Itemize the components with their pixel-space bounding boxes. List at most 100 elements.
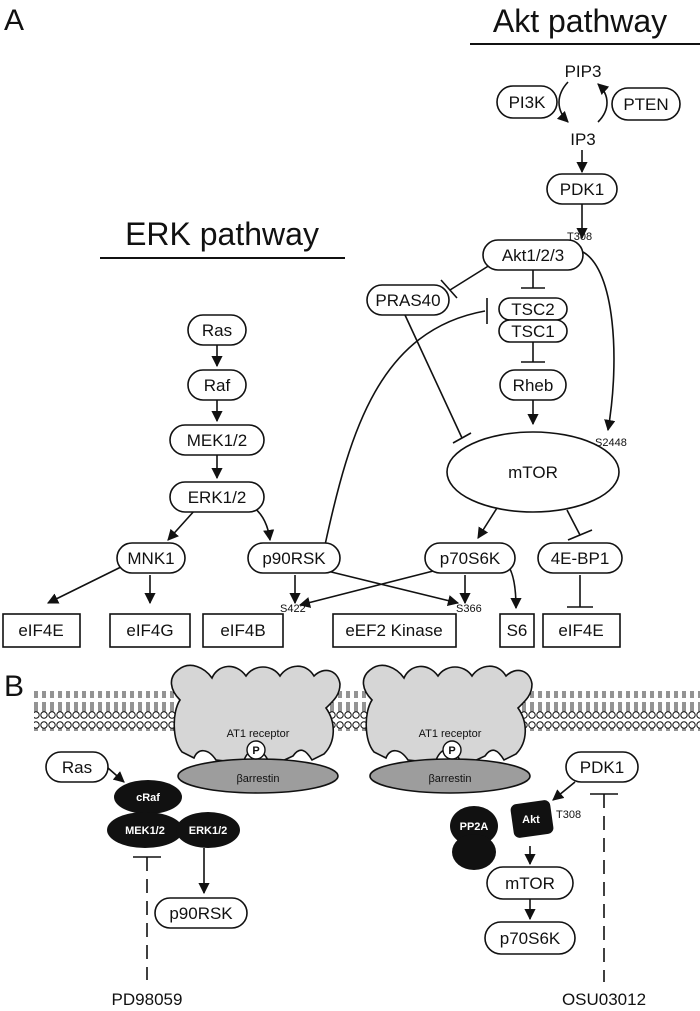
- b-node-craf: [114, 780, 182, 814]
- akt-label: Akt1/2/3: [502, 246, 564, 265]
- node-akt: Akt1/2/3: [482, 239, 584, 271]
- panel-b-label: B: [4, 670, 24, 703]
- panel-a-targets: eIF4E eIF4G eIF4B eEF2 Kinase S6 eIF4E: [2, 613, 621, 648]
- inhibit-pras40-mtor-bar: [452, 432, 472, 444]
- b-node-pdk1: PDK1: [565, 751, 639, 783]
- panel-a-nodes: PIP3 PI3K PTEN IP3 PDK1 Akt1/2/3 PRAS40 …: [116, 62, 681, 574]
- pdk1-label: PDK1: [560, 180, 604, 199]
- inhibit-p90rsk-tsc: [324, 310, 486, 546]
- node-tsc1: TSC1: [498, 319, 568, 343]
- eif4b-label: eIF4B: [220, 621, 265, 640]
- pten-label: PTEN: [623, 95, 668, 114]
- node-pi3k: PI3K: [496, 85, 558, 119]
- node-erk: ERK1/2: [169, 481, 265, 513]
- b-pd98059-label: PD98059: [112, 990, 183, 1009]
- edge-ip3-pip3: [597, 83, 610, 123]
- panel-a-label: A: [4, 4, 24, 37]
- b-pdk1-label: PDK1: [580, 758, 624, 777]
- p90rsk-label: p90RSK: [262, 549, 326, 568]
- eef2k-label: eEF2 Kinase: [345, 621, 442, 640]
- b-mek-label: MEK1/2: [125, 825, 165, 837]
- inhibit-mtor-4ebp1: [566, 509, 581, 536]
- target-eif4b: eIF4B: [202, 613, 284, 648]
- pi3k-label: PI3K: [509, 93, 547, 112]
- phospho-left: [246, 740, 266, 760]
- node-4ebp1: 4E-BP1: [537, 542, 623, 574]
- b-p90rsk-label: p90RSK: [169, 904, 233, 923]
- node-mnk1: MNK1: [116, 542, 186, 574]
- inhibit-akt-pras40-bar: [440, 279, 458, 299]
- edge-p70s6k-s422: [298, 567, 446, 608]
- arrestin-left-label: βarrestin: [236, 773, 279, 785]
- inhibit-mtor-4ebp1-bar: [567, 529, 593, 541]
- erk-label: ERK1/2: [188, 488, 247, 507]
- raf-label: Raf: [204, 376, 231, 395]
- target-s6: S6: [499, 613, 535, 648]
- site-s422: S422: [280, 603, 306, 615]
- b-site-t308: T308: [556, 809, 581, 821]
- b-edge-pdk1-akt: [552, 781, 576, 801]
- node-pip3: PIP3: [565, 62, 602, 81]
- mnk1-label: MNK1: [127, 549, 174, 568]
- tsc1-label: TSC1: [511, 322, 554, 341]
- site-s366: S366: [456, 603, 482, 615]
- arrestin-right-label: βarrestin: [428, 773, 471, 785]
- node-p70s6k: p70S6K: [424, 542, 516, 574]
- erk-pathway-title: ERK pathway: [125, 216, 319, 252]
- ip3-label: IP3: [570, 130, 596, 149]
- ras-label: Ras: [202, 321, 232, 340]
- b-pp2a-label: PP2A: [460, 821, 489, 833]
- b-edge-ras-craf: [107, 767, 125, 783]
- p70s6k-label: p70S6K: [440, 549, 501, 568]
- inhibit-pras40-mtor: [404, 314, 463, 439]
- b-node-mtor: mTOR: [486, 866, 574, 900]
- edge-erk-mnk1: [167, 509, 196, 541]
- eif4g-label: eIF4G: [126, 621, 173, 640]
- target-eif4e-right: eIF4E: [542, 613, 621, 648]
- node-ip3: IP3: [570, 130, 596, 149]
- phospho-left-label: P: [252, 745, 259, 757]
- panel-b-right-cascade: PDK1 OSU03012 PP2A Akt T308 mTOR p70S6K: [450, 751, 646, 1009]
- node-rheb: Rheb: [499, 369, 567, 401]
- receptor-right-label: AT1 receptor: [419, 728, 482, 740]
- akt-pathway-title: Akt pathway: [493, 3, 667, 39]
- edge-p90rsk-s366: [314, 567, 460, 607]
- node-mtor: mTOR: [446, 431, 620, 513]
- edge-mtor-p70s6k: [477, 507, 498, 539]
- b-node-pp2a-lower: [452, 834, 496, 870]
- b-node-mek: [107, 812, 183, 848]
- target-eef2k: eEF2 Kinase: [332, 613, 457, 648]
- node-tsc2: TSC2: [498, 297, 568, 321]
- panel-b-left-cascade: Ras cRaf MEK1/2 ERK1/2 p90RSK PD98059: [45, 751, 248, 1009]
- b-akt-label: Akt: [522, 814, 540, 826]
- node-p90rsk: p90RSK: [247, 542, 341, 574]
- b-node-akt: [510, 800, 554, 838]
- b-osu03012-label: OSU03012: [562, 990, 646, 1009]
- b-erk-label: ERK1/2: [189, 825, 228, 837]
- target-eif4g: eIF4G: [109, 613, 191, 648]
- receptor-left: AT1 receptor βarrestin P: [170, 664, 341, 794]
- b-node-p70s6k: p70S6K: [484, 921, 576, 955]
- b-node-p90rsk: p90RSK: [154, 897, 248, 929]
- node-raf: Raf: [187, 369, 247, 401]
- 4ebp1-label: 4E-BP1: [551, 549, 610, 568]
- site-t308: T308: [567, 231, 592, 243]
- receptor-right: AT1 receptor βarrestin P: [362, 664, 533, 794]
- b-node-erk: [176, 812, 240, 848]
- mtor-label: mTOR: [508, 463, 558, 482]
- eif4e-left-label: eIF4E: [18, 621, 63, 640]
- b-mtor-label: mTOR: [505, 874, 555, 893]
- node-mek: MEK1/2: [169, 424, 265, 456]
- b-craf-label: cRaf: [136, 792, 160, 804]
- edge-pip3-ip3: [556, 81, 569, 123]
- node-pten: PTEN: [611, 87, 681, 121]
- b-ras-label: Ras: [62, 758, 92, 777]
- edge-akt-mtor-s2448: [582, 251, 616, 432]
- target-eif4e-left: eIF4E: [2, 613, 81, 648]
- inhibit-akt-pras40: [449, 264, 491, 291]
- b-node-pp2a: [450, 806, 498, 846]
- s6-label: S6: [507, 621, 528, 640]
- node-pras40: PRAS40: [366, 284, 450, 316]
- panel-a-edges: [46, 81, 616, 610]
